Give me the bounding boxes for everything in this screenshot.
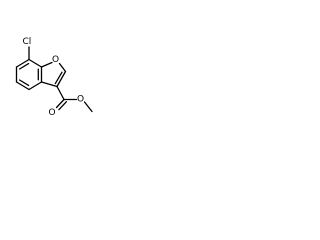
chlorine-label: Cl — [23, 37, 32, 47]
bond-oester-methyl — [83, 101, 93, 113]
atom-label-ester-oxygen: O — [77, 95, 84, 105]
carbonyl-oxygen-label: O — [49, 108, 56, 118]
bond-c5-c4-inner — [18, 79, 30, 87]
furan-ring — [40, 61, 67, 88]
molecule-structure: Cl O O O — [15, 37, 93, 118]
bond-c7-c6 — [15, 58, 30, 68]
bond-ccarbonyl-ocarbonyl-double — [58, 101, 68, 111]
atom-label-ring-oxygen: O — [52, 55, 59, 65]
atom-label-carbonyl-oxygen: O — [49, 108, 56, 118]
bond-c7-c6-inner — [18, 62, 30, 70]
bond-c5-c4 — [15, 81, 30, 91]
bond-c4-c3a — [28, 81, 43, 91]
bond-ccarbonyl-ocarbonyl — [55, 98, 65, 109]
bond-c3-ccarbonyl — [56, 85, 65, 101]
bond-c2-c3-inner — [54, 71, 63, 85]
bond-c7a-o1 — [40, 61, 53, 68]
ester-oxygen-label: O — [77, 95, 84, 105]
bond-o1-c2 — [58, 62, 67, 73]
bond-c2-c3 — [56, 70, 67, 88]
atom-label-chlorine: Cl — [23, 37, 32, 47]
ring-oxygen-label: O — [52, 55, 59, 65]
bond-c7a-c7 — [28, 58, 43, 68]
bond-c3-c3a — [40, 81, 58, 88]
methyl-ester-group — [55, 85, 93, 113]
benzene-ring — [15, 58, 43, 91]
